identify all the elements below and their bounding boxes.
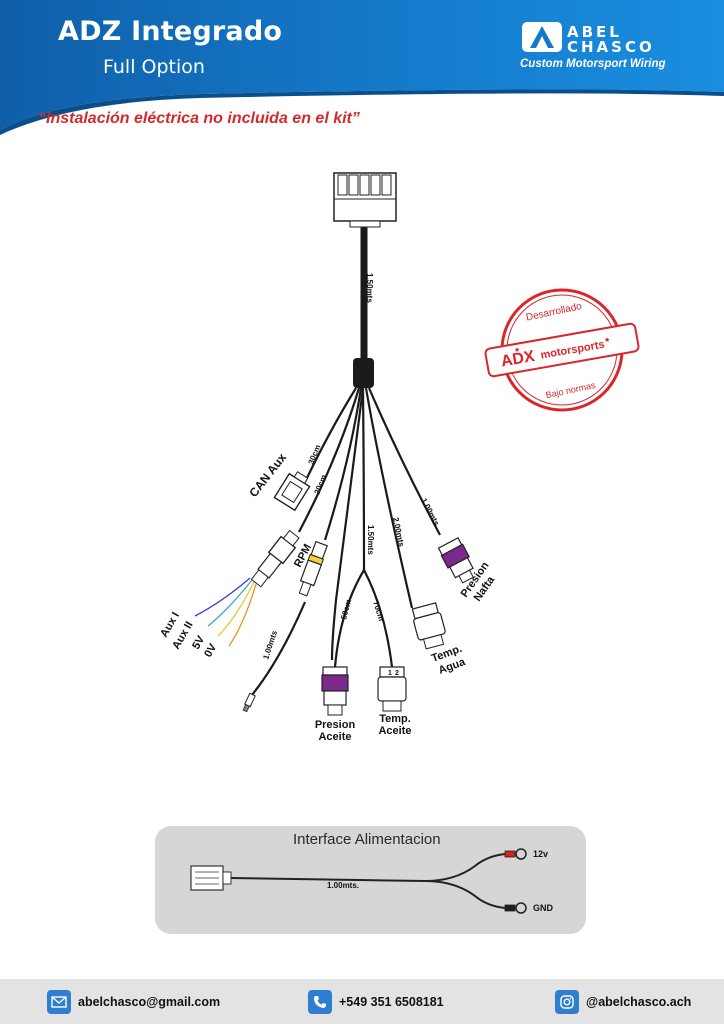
phone-contact[interactable]: +549 351 6508181 [308, 989, 444, 1015]
page-subtitle: Full Option [103, 56, 205, 78]
aux-wire-1 [194, 577, 251, 617]
power-interface-diagram: 1.00mts. 12v GND [190, 848, 554, 914]
rpm-length-label: 20cm [313, 473, 329, 495]
stamp-star-left: ★ [514, 346, 520, 354]
nafta-length-label: 1.00mts [419, 497, 441, 528]
branch-wire-rpm-sensor [323, 387, 363, 541]
stamp-logo-text: ADX [500, 348, 537, 371]
presion-nafta-sensor [437, 536, 474, 584]
power-connector [190, 865, 232, 891]
email-contact[interactable]: abelchasco@gmail.com [47, 989, 220, 1015]
branch-wire-center [330, 387, 365, 661]
stamp-bottom-text: Bajo normas [545, 380, 597, 400]
output-12v-label: 12v [533, 849, 548, 859]
instagram-text: @abelchasco.ach [586, 995, 692, 1009]
temp-aceite-sensor: 1 2 [377, 666, 407, 712]
terminal-12v [504, 848, 527, 860]
aux-wire-2 [207, 579, 253, 627]
power-wire-gnd [424, 880, 506, 909]
trunk-length-label: 1.50mts [365, 273, 374, 303]
temp-aceite-label-1: Temp. [379, 713, 411, 725]
main-ecu-connector [333, 172, 397, 228]
instagram-icon [555, 990, 579, 1014]
probe-terminal [242, 692, 256, 713]
adx-stamp: Desarrollado ADX motorsports Bajo normas… [484, 288, 640, 412]
page-title: ADZ Integrado [58, 16, 283, 47]
power-interface-panel: Interface Alimentacion 1.00mts. 12v GND [155, 826, 586, 934]
branch-wire-center-2 [361, 387, 366, 571]
center-length-label: 1.50mts [366, 525, 375, 555]
stamp-star-right: ★ [604, 336, 610, 344]
pin-1-label: 1 [388, 670, 392, 677]
footer-contact-bar: abelchasco@gmail.com +549 351 6508181 @a… [0, 979, 724, 1024]
rpm-sensor [298, 540, 328, 597]
rpm-connector-pair [250, 529, 300, 588]
harness-splice-sleeve [353, 358, 374, 388]
aux-colored-wires [194, 577, 257, 647]
brand-logo: ABEL CHASCO Custom Motorsport Wiring [520, 22, 712, 82]
power-cable-length: 1.00mts. [327, 881, 359, 890]
branch-wire-presion-nafta [367, 387, 441, 536]
output-gnd-label: GND [533, 903, 554, 913]
aux-wire-3 [217, 581, 255, 637]
branch-wire-presion-aceite [333, 569, 365, 668]
header-banner: ADZ Integrado Full Option ABEL CHASCO Cu… [0, 0, 724, 135]
can-length-label: 30cm [307, 443, 323, 465]
presion-aceite-label-1: Presion [315, 719, 356, 731]
power-interface-title: Interface Alimentacion [293, 831, 441, 848]
brand-tagline: Custom Motorsport Wiring [520, 58, 666, 70]
brand-mark-icon [522, 22, 562, 52]
pin-2-label: 2 [395, 670, 399, 677]
wiring-harness-diagram: 1.50mts 30cm 20cm 1.50mts 2.00mts 1.00mt… [158, 172, 640, 743]
phone-icon [308, 990, 332, 1014]
branch-wires [251, 387, 441, 696]
presion-aceite-sensor [321, 666, 349, 716]
can-aux-connector [273, 471, 311, 512]
branch-wire-temp-agua [364, 387, 414, 609]
phone-text: +549 351 6508181 [339, 995, 444, 1009]
aceite-temp-length-label: 70cm [371, 600, 386, 622]
email-icon [47, 990, 71, 1014]
brand-name-line1: ABEL [567, 23, 622, 41]
temp-agua-length-label: 2.00mts [391, 517, 406, 549]
branch-wire-rpm [298, 387, 361, 533]
temp-agua-sensor [411, 602, 446, 650]
aux-wire-4 [228, 583, 257, 647]
terminal-gnd [504, 902, 527, 914]
presion-aceite-label-2: Aceite [318, 731, 351, 743]
power-wire-12v [230, 853, 506, 883]
email-text: abelchasco@gmail.com [78, 995, 221, 1009]
installation-notice: “Instalación eléctrica no incluida en el… [38, 110, 360, 127]
probe-length-label: 1.00mts [261, 629, 279, 661]
stamp-top-text: Desarrollado [525, 301, 583, 324]
aceite-presion-length-label: 50cm [339, 598, 353, 620]
branch-wire-probe [251, 601, 307, 696]
branch-wire-temp-aceite [363, 569, 394, 668]
temp-aceite-label-2: Aceite [378, 725, 411, 737]
branch-wire-can [304, 387, 357, 483]
brand-name-line2: CHASCO [567, 38, 655, 56]
instagram-contact[interactable]: @abelchasco.ach [555, 989, 691, 1015]
